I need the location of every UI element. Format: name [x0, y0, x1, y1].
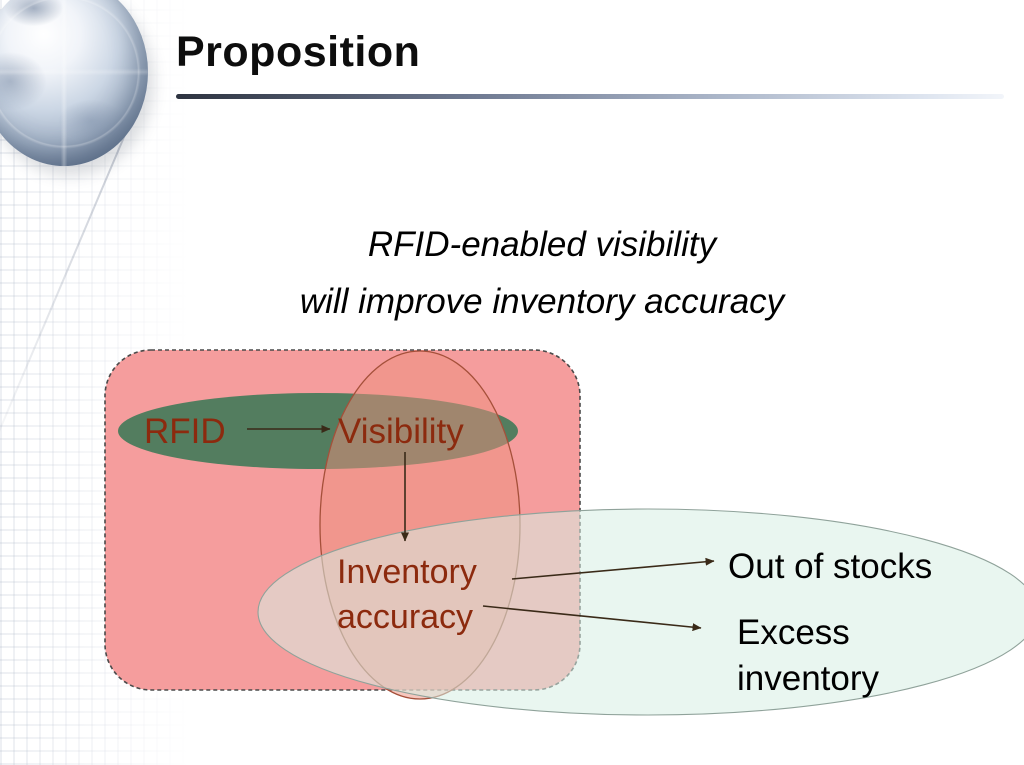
proposition-statement: RFID-enabled visibility will improve inv… [60, 216, 1024, 330]
inventory-accuracy-label-line2: accuracy [337, 598, 473, 636]
excess-inventory-label-line2: inventory [737, 659, 880, 698]
title-underline-rule [176, 94, 1004, 99]
slide-title: Proposition [176, 28, 421, 76]
visibility-label: Visibility [338, 412, 464, 451]
inventory-outcomes-ellipse-border [257, 508, 1024, 716]
inventory-accuracy-label-line1: Inventory [337, 553, 477, 591]
out-of-stocks-label: Out of stocks [728, 547, 932, 586]
excess-inventory-label-line1: Excess [737, 613, 850, 652]
globe-logo [0, 0, 148, 166]
rfid-label: RFID [144, 412, 226, 451]
arrow-accuracy-to-excess-inventory [482, 605, 702, 632]
proposition-statement-line2: will improve inventory accuracy [299, 282, 785, 322]
inventory-outcomes-ellipse [258, 509, 1024, 715]
arrow-accuracy-to-out-of-stocks [511, 557, 715, 580]
proposition-statement-line1: RFID-enabled visibility [367, 225, 717, 264]
rfid-scope-box-border [104, 349, 581, 691]
